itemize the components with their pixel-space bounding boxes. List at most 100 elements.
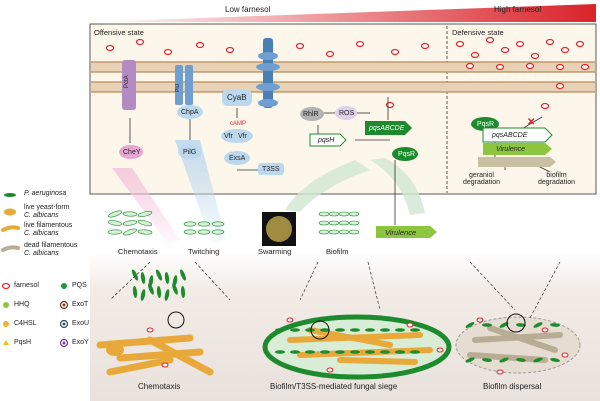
chemotaxis-cell [137,219,153,227]
pseudomonas-cell [290,350,300,354]
filamentous-candida [307,327,393,348]
yeast-candida [106,344,124,356]
farnesol-molecule [470,51,480,59]
biofilm-cell [338,229,350,235]
farnesol-molecule [385,101,395,109]
zoom-circle [506,313,526,333]
pseudomonas-cell [380,328,390,332]
bottom-label-chemotaxis: Chemotaxis [138,382,181,391]
farnesol-molecule [575,40,585,48]
pseudomonas-cell [290,328,300,332]
dead-candida [487,325,558,353]
farnesol-molecule [436,347,444,353]
yeast-icon [4,208,16,216]
filamentous-candida [116,348,204,362]
virulence-output-shape [376,226,437,238]
farnesol-molecule [326,367,334,373]
zoom-circle [310,320,330,340]
farnesol-molecule [530,52,540,60]
virulence-def-shape [483,143,552,155]
pseudomonas-cell [482,358,492,362]
pqsabcde-def-shape [482,127,553,143]
pseudomonas-cell [132,286,138,298]
degradation-shape [478,157,556,167]
farnesol-molecule [465,62,475,70]
farnesol-molecule [286,317,294,323]
exsa-label: ExsA [229,155,246,162]
farnesol-molecule [560,46,570,54]
biofilm-siege [262,314,452,380]
chemotaxis-cell [107,229,123,235]
pseudomonas-cell [465,357,475,363]
pseudomonas-cell [320,328,330,332]
t3ss-label: T3SS [262,166,280,173]
biofilm-cell [348,211,360,217]
rod-icon [4,193,16,197]
pseudomonas-cell [550,323,560,327]
pilj-label: PilJ [175,83,181,92]
ros-shape [335,106,357,120]
legend-molecule-label: farnesol [14,282,39,289]
farnesol-molecule [105,44,115,52]
farnesol-molecule [500,46,510,54]
pseudomonas-cell [482,323,492,327]
farnesol-molecule [225,46,235,54]
pseudomonas-cell [365,328,375,332]
farnesol-molecule [455,40,465,48]
farnesol-molecule [541,327,549,333]
farnesol-molecule [295,42,305,50]
pqsh-gene-shape [309,133,347,147]
legend-molecule-label: PqsH [14,339,32,346]
pseudomonas-cell [350,328,360,332]
vfr-label-1: Vfr [224,133,233,140]
output-virulence: Virulence [385,228,417,237]
pqsh-icon [3,340,9,345]
biofilm-cell [328,220,340,226]
pilj-shape-1 [175,65,183,105]
chpa-label: ChpA [181,109,199,116]
farnesol-molecule [555,63,565,71]
pqsabcde-label: pqsABCDE [369,125,405,132]
ros-label: ROS [339,110,355,117]
farnesol-molecule [496,369,504,375]
filamentous-candida [106,356,174,376]
biofilm-cell [318,220,330,226]
pseudomonas-cell [140,289,146,301]
biofilm-cell [318,211,330,217]
legend-molecule-label: HHQ [14,301,30,308]
pseudomonas-cell [275,350,285,354]
virulence-def-label: Virulence [496,146,526,153]
biofilm-cell [338,211,350,217]
rhlr-label: RhlR [303,111,319,118]
farnesol-molecule [420,42,430,50]
chemotaxis-cell [108,210,122,218]
pseudomonas-cell [410,350,420,354]
high-farnesol-label: High farnesol [494,5,542,14]
farnesol-molecule [540,102,550,110]
farnesol-molecule [146,327,154,333]
farnesol-molecule [580,63,590,71]
pseudomonas-cell [156,286,162,298]
offensive-state-label: Offensive state [94,28,144,37]
output-chemotaxis: Chemotaxis [118,247,158,256]
pseudomonas-cell [410,328,420,332]
pseudomonas-cell [320,350,330,354]
biofilm-degradation-label: biofilm degradation [538,172,575,186]
biofilm-cell [338,220,350,226]
bottom-label-siege: Biofilm/T3SS-mediated fungal siege [270,382,398,391]
farnesol-molecule [485,36,495,44]
zoom-circle [167,311,185,329]
rhlr-shape [300,107,324,121]
quorum-beam-2 [370,158,425,215]
geraniol-label: geraniol degradation [463,172,500,186]
camp-label: cAMP [230,121,247,127]
t3ss-box-shape [258,163,284,175]
farnesol-molecule [161,362,169,368]
farnesol-molecule [545,38,555,46]
farnesol-icon [1,282,11,290]
pseudomonas-cell [499,357,509,363]
bottom-label-dispersal: Biofilm dispersal [483,382,542,391]
pseudomonas-cell [180,269,186,281]
pqsr-def-label: PqsR [477,121,495,128]
